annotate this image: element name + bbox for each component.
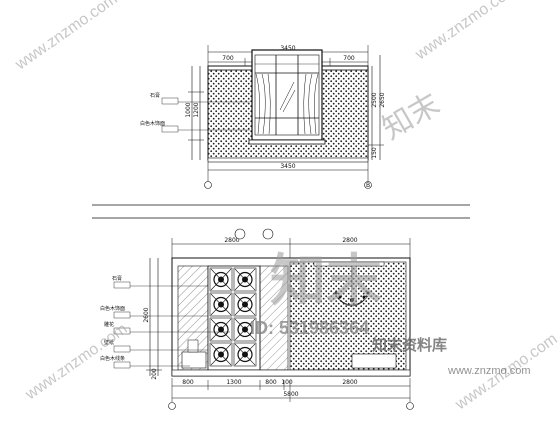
- screen-ornament: [213, 296, 229, 313]
- elevation-bottom: 2800 2800: [100, 228, 414, 410]
- dim-b-bot-2: 1300: [226, 379, 241, 386]
- screen-ornament: [213, 321, 229, 338]
- callout-b-5: 白色木线条: [100, 355, 125, 362]
- axis-marker-left: [204, 181, 212, 189]
- chandelier: [313, 261, 385, 307]
- screen-ornament: [237, 296, 253, 313]
- dim-b-bot-total: 5800: [283, 391, 298, 398]
- dim-right-1: 2500: [371, 92, 378, 107]
- window-unit: [248, 49, 326, 145]
- callout-b-1: 石膏: [112, 275, 122, 282]
- screen-ornament: [237, 321, 253, 338]
- watermark-site-5: www.znzmo.com: [447, 365, 531, 377]
- callouts-bottom: 石膏 白色木饰面 雕花 壁纸 白色木线条: [100, 275, 230, 369]
- section-marker-2: [262, 228, 274, 240]
- screen-ornament: [237, 346, 253, 363]
- side-table: [181, 351, 207, 369]
- dim-b-left-1: 2600: [143, 307, 150, 322]
- axis-marker-b-right: [406, 402, 414, 410]
- dim-left-2: 1200: [193, 102, 200, 117]
- watermark-brand-library: 知末资料库: [372, 336, 447, 354]
- callout-top-2: 白色木饰面: [140, 120, 165, 127]
- sofa: [351, 353, 397, 369]
- screen-lattice: [234, 268, 256, 291]
- watermark-site-2: www.znzmo.com: [412, 0, 521, 64]
- callout-top-1: 石膏: [150, 92, 160, 99]
- dim-b-bot-3: 800: [265, 379, 277, 386]
- dim-top-left: 700: [222, 55, 234, 62]
- axis-label-right: B: [366, 182, 370, 189]
- dim-bottom-total: 3450: [280, 163, 295, 170]
- screen-lattice: [234, 293, 256, 316]
- dim-b-bot-1: 800: [182, 379, 194, 386]
- screen-lattice: [210, 318, 232, 341]
- screen-lattice: [210, 293, 232, 316]
- callout-b-2: 白色木饰面: [100, 305, 125, 312]
- axis-marker-b-left: [168, 402, 176, 410]
- section-marker-1: [234, 228, 246, 240]
- dim-b-bot-5: 2800: [342, 379, 357, 386]
- dim-right-2: 2650: [379, 92, 386, 107]
- watermark-site-1: www.znzmo.com: [12, 0, 121, 74]
- screen-lattice: [210, 343, 232, 366]
- screen-lattice: [234, 318, 256, 341]
- axis-marker-right: [364, 181, 372, 189]
- dim-b-left-2: 200: [151, 368, 158, 380]
- screen-ornament: [237, 271, 253, 288]
- screen-ornament: [213, 346, 229, 363]
- callout-b-3: 雕花: [104, 321, 114, 328]
- elevation-top: 3450 700 2050 700: [140, 45, 386, 189]
- callout-b-4: 壁纸: [104, 339, 114, 346]
- dim-top-right: 700: [343, 55, 355, 62]
- dim-b-top-2: 2800: [342, 237, 357, 244]
- watermark-id: ID: 531986364: [250, 318, 369, 338]
- dim-b-bot-4: 100: [281, 379, 293, 386]
- dim-right-3: 150: [371, 147, 378, 159]
- watermark-brand-small: 知末: [377, 87, 445, 146]
- dim-top-total: 3450: [280, 45, 295, 52]
- dim-left-1: 1000: [185, 102, 192, 117]
- screen-lattice: [210, 268, 232, 291]
- watermark-brand-large: 知末: [270, 249, 382, 312]
- carved-screen: [207, 265, 261, 371]
- dim-b-top-1: 2800: [224, 237, 239, 244]
- screen-ornament: [213, 271, 229, 288]
- screen-lattice: [234, 343, 256, 366]
